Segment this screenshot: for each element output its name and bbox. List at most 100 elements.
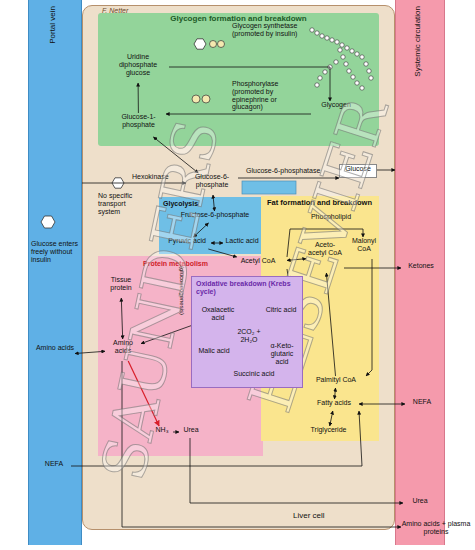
node-text: Glucose-1-phosphate	[111, 113, 166, 129]
pathway-region: GlycolysisFructose-6-phosphatePyruvic ac…	[159, 197, 261, 254]
node-text: Phospholipid	[301, 213, 361, 221]
region-heading: Systemic circulation	[414, 6, 423, 77]
flow-arrow	[230, 365, 241, 370]
node-text: Lactic acid	[223, 237, 261, 245]
node-text: Glucose-6-phosphate	[186, 173, 238, 189]
udp-glucose-symbol	[194, 39, 206, 49]
metabolite: Fatty acids	[309, 399, 359, 411]
metabolite: NEFA	[37, 460, 71, 472]
metabolite: Amino acids	[105, 339, 141, 361]
flow-arrow	[287, 229, 363, 257]
metabolite: Fructose-6-phosphate	[173, 211, 257, 223]
flow-arrow	[166, 114, 311, 115]
metabolite: Amino acids	[35, 344, 75, 366]
node-text: Amino acids	[35, 344, 75, 352]
metabolite: Palmityl CoA	[306, 376, 366, 388]
metabolite: Succinic acid	[232, 370, 276, 382]
glucose-symbol	[41, 216, 55, 228]
flow-arrow	[71, 411, 362, 466]
pathway-region: Oxidative breakdown (Krebs cycle)Oxalace…	[191, 276, 303, 388]
phosphate-symbol	[202, 95, 210, 103]
flow-arrow	[281, 326, 282, 342]
metabolite: Malic acid	[198, 347, 230, 367]
flow-arrow	[194, 223, 209, 237]
node-text: Citric acid	[264, 306, 298, 314]
metabolite: NEFA	[405, 398, 439, 410]
node-text: Fatty acids	[309, 399, 359, 407]
blood-vessel-band: Portal veinAmino acidsNEFA	[28, 0, 82, 545]
node-text: Amino acids	[105, 339, 141, 355]
metabolite: Uridine diphosphate glucose	[107, 53, 169, 83]
metabolite: Glucose-1-phosphate	[111, 113, 166, 137]
node-text: Pyruvic acid	[163, 237, 211, 245]
flow-arrow	[128, 361, 159, 426]
pentose-shunt-box	[242, 181, 296, 194]
node-text: 2CO₂ + 2H₂O	[234, 328, 264, 344]
flow-arrow	[213, 195, 215, 211]
flow-arrow	[82, 183, 186, 184]
flow-arrow	[169, 67, 330, 101]
metabolite: α-Keto-glutaric acid	[264, 342, 300, 372]
region-heading: Fat formation and breakdown	[267, 199, 372, 207]
node-text: Glucose	[340, 165, 376, 173]
node-text: Succinic acid	[232, 370, 276, 378]
flow-arrow	[122, 361, 401, 527]
blood-vessel-band: Systemic circulationKetonesNEFAUreaAmino…	[395, 0, 445, 545]
flow-arrow	[215, 326, 217, 347]
flow-arrow	[141, 323, 198, 343]
flow-arrow	[287, 269, 290, 306]
region-heading: Portal vein	[49, 6, 58, 44]
metabolite: NH₃	[151, 426, 173, 438]
metabolite: Tissue protein	[101, 276, 141, 298]
metabolite: 2CO₂ + 2H₂O	[234, 328, 264, 354]
region-heading: Glycolysis	[163, 200, 198, 208]
flow-arrow	[190, 438, 403, 503]
metabolite: Pyruvic acid	[163, 237, 211, 249]
metabolite: Malonyl CoA	[349, 237, 379, 259]
metabolite: Urea	[403, 497, 437, 509]
node-text: Malic acid	[198, 347, 230, 355]
metabolite: Phospholipid	[301, 213, 361, 225]
process-label: (gluconeogenesis)	[178, 266, 185, 315]
cell-boundary: Liver cellGlycogen formation and breakdo…	[82, 5, 395, 530]
metabolite: Glycogen	[311, 101, 361, 115]
node-text: Urea	[403, 497, 437, 505]
metabolite: Urea	[179, 426, 203, 438]
flow-arrow	[138, 83, 139, 113]
flow-arrow	[335, 388, 336, 399]
node-text: Urea	[179, 426, 203, 434]
node-text: Palmityl CoA	[306, 376, 366, 384]
phosphate-symbol	[192, 95, 200, 103]
region-heading: Protein metabolism	[143, 260, 208, 268]
note: No specific transport system	[98, 192, 148, 215]
flow-arrow	[75, 351, 105, 353]
region-heading: Glycogen formation and breakdown	[98, 13, 379, 24]
flow-arrow	[326, 273, 335, 376]
node-text: Fructose-6-phosphate	[173, 211, 257, 219]
flow-arrow	[344, 268, 401, 269]
metabolite: Citric acid	[264, 306, 298, 326]
flow-arrow	[366, 259, 372, 376]
flow-arrow	[173, 432, 179, 433]
flow-arrow	[121, 298, 122, 339]
node-text: Triglyceride	[301, 426, 356, 434]
flow-arrow	[287, 259, 306, 261]
node-text: NEFA	[405, 398, 439, 406]
flow-arrow	[211, 243, 223, 244]
node-text: Amino acids + plasma proteins	[401, 520, 471, 536]
node-text: Aceto-acetyl CoA	[306, 241, 344, 257]
metabolite: Triglyceride	[301, 426, 356, 438]
signature: F. Netter	[102, 7, 128, 15]
enzyme-label: Phosphorylase (promoted by epinephrine o…	[232, 80, 304, 111]
metabolite: Oxalacetic acid	[198, 306, 238, 326]
flow-arrow	[377, 170, 395, 171]
node-text: Tissue protein	[101, 276, 141, 292]
glucose-symbol	[112, 178, 124, 188]
metabolite: Lactic acid	[223, 237, 261, 249]
metabolite: Glucose-6-phosphate	[186, 173, 238, 195]
note: Glucose enters freely without insulin	[31, 240, 79, 263]
